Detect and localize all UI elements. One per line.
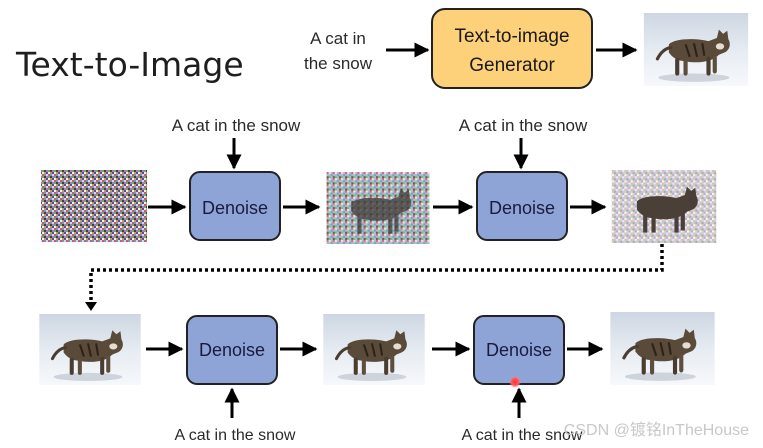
noisy-cat-image-1: [326, 172, 430, 244]
prompt-r2-right: A cat in the snow: [462, 427, 583, 444]
denoise-label-1: Denoise: [202, 198, 268, 218]
generator-box: [431, 8, 593, 89]
denoise-box-2: [476, 171, 568, 241]
less-noisy-cat-image: [611, 170, 717, 243]
cat-image-r2-1: [38, 314, 142, 385]
cat-image-r2-2: [321, 314, 427, 385]
watermark: CSDN @镀铭InTheHouse: [564, 421, 749, 439]
denoise-box-3: [186, 315, 278, 385]
denoise-label-4: Denoise: [486, 340, 552, 360]
prompt-r1-left: A cat in the snow: [172, 116, 301, 135]
pure-noise-image: [41, 170, 147, 242]
generator-line2: Generator: [469, 55, 555, 76]
denoise-label-3: Denoise: [199, 340, 265, 360]
prompt-r1-right: A cat in the snow: [459, 116, 588, 135]
prompt-top-line1: A cat in: [310, 29, 366, 48]
prompt-top-line2: the snow: [304, 54, 373, 73]
dotted-connector: [89, 244, 664, 306]
cat-image-r2-3: [608, 312, 717, 385]
dotted-connector-arrowhead: [85, 302, 97, 311]
page-title: Text-to-Image: [15, 45, 244, 84]
generator-line1: Text-to-image: [454, 26, 569, 47]
denoise-label-2: Denoise: [489, 198, 555, 218]
pointer-dot: [509, 376, 521, 388]
denoise-box-1: [189, 171, 281, 241]
output-cat-image: [642, 13, 750, 86]
prompt-r2-left: A cat in the snow: [175, 427, 296, 444]
